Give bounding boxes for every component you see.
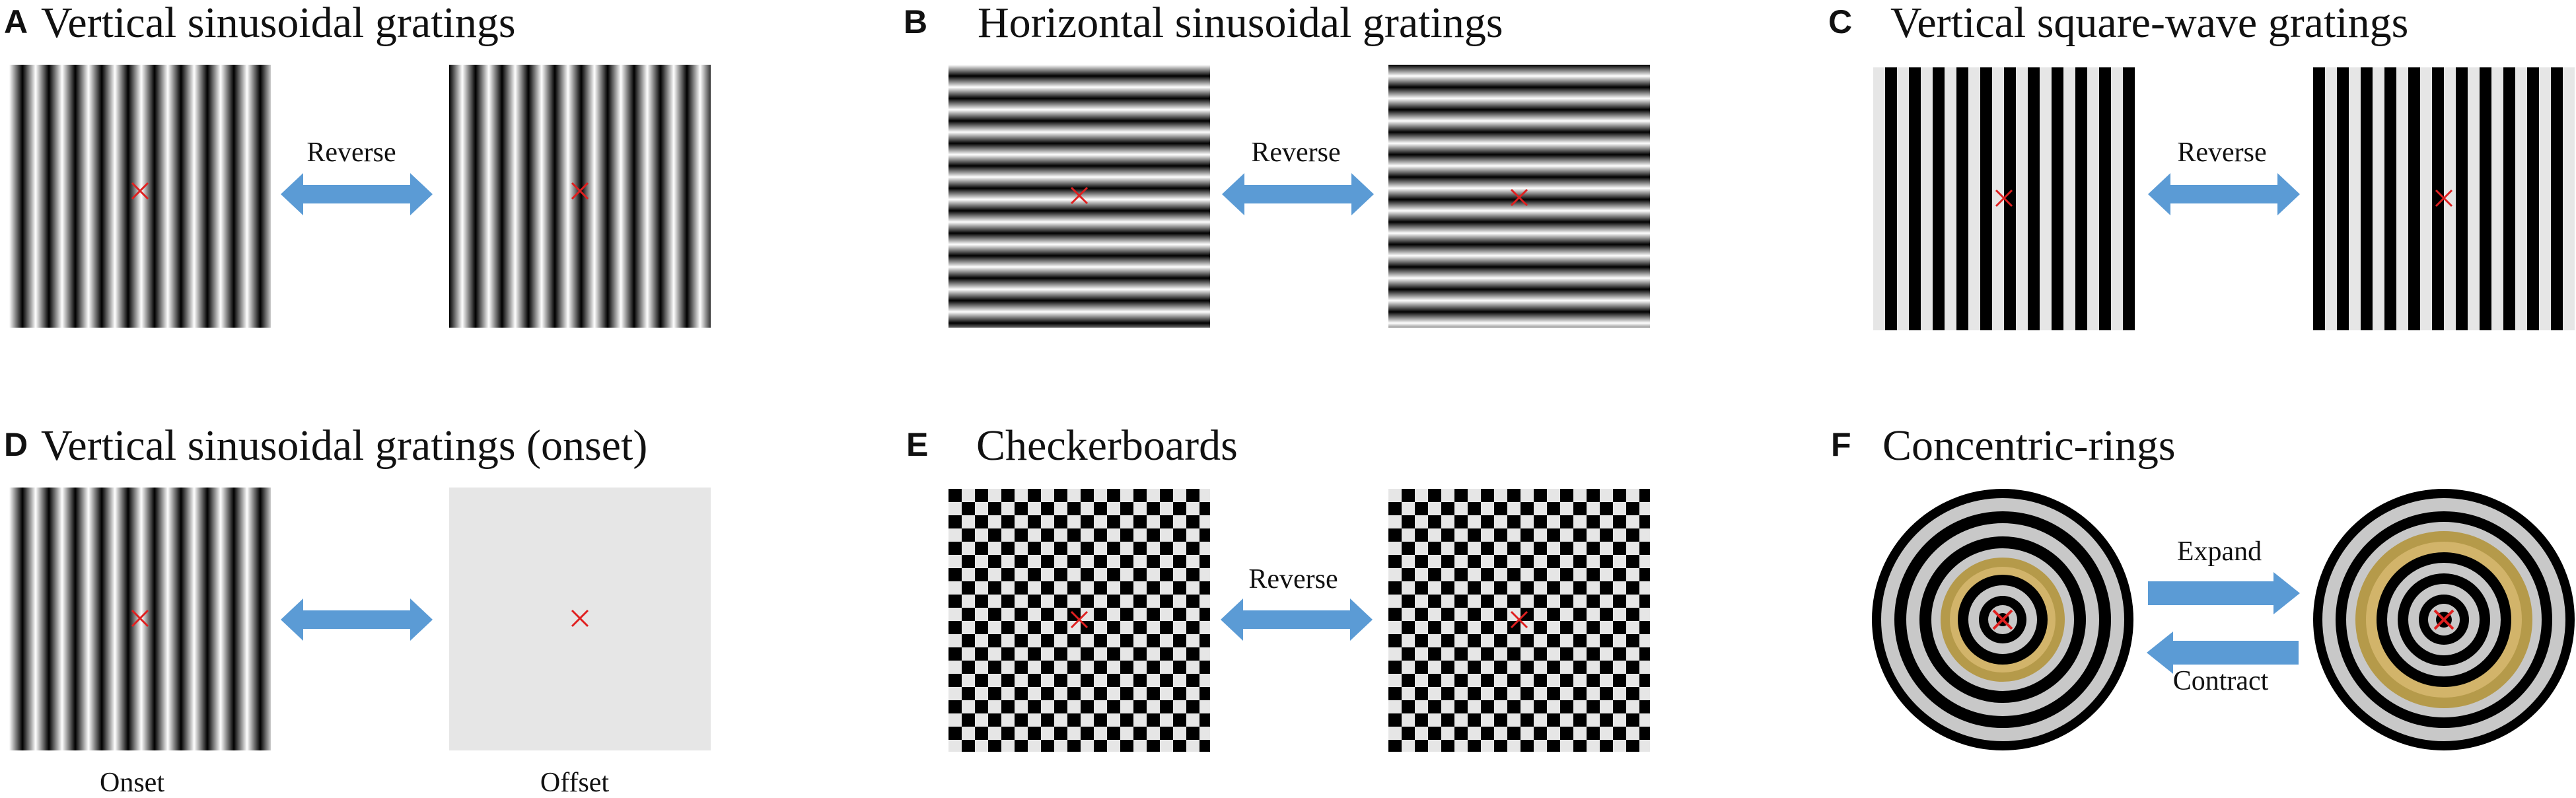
fixation-cross-icon xyxy=(1992,609,2013,630)
panel-title: Vertical square-wave gratings xyxy=(1890,0,2409,47)
contract-arrow-icon xyxy=(2147,632,2299,674)
checkerboard-right xyxy=(1388,489,1650,752)
double-arrow-icon xyxy=(1221,598,1373,641)
contract-label: Contract xyxy=(2172,666,2269,696)
panel-letter: C xyxy=(1828,3,1853,40)
vertical-square-wave-grating-left xyxy=(1873,67,2135,330)
expand-label: Expand xyxy=(2176,536,2262,567)
fixation-cross-icon xyxy=(1510,610,1528,629)
gray-offset-screen xyxy=(449,488,711,750)
offset-label: Offset xyxy=(540,768,610,798)
arrow-label: Reverse xyxy=(1248,564,1338,595)
arrow-label: Reverse xyxy=(2177,137,2267,168)
arrow-label: Reverse xyxy=(306,137,396,168)
panel-letter: E xyxy=(906,426,929,463)
horizontal-sinusoidal-grating-left xyxy=(948,65,1210,328)
checkerboard-left xyxy=(948,489,1210,752)
panel-letter: D xyxy=(4,426,28,463)
fixation-cross-icon xyxy=(571,182,589,200)
concentric-rings-right xyxy=(2313,489,2575,750)
panel-title: Vertical sinusoidal gratings (onset) xyxy=(41,421,648,470)
fixation-cross-icon xyxy=(2435,189,2453,207)
concentric-rings-left xyxy=(1872,489,2133,750)
double-arrow-icon xyxy=(281,598,433,641)
panel-title: Vertical sinusoidal gratings xyxy=(41,0,516,47)
double-arrow-icon xyxy=(2148,173,2300,215)
onset-label: Onset xyxy=(100,768,164,798)
vertical-square-wave-grating-right xyxy=(2313,67,2575,330)
horizontal-sinusoidal-grating-right xyxy=(1388,65,1650,328)
fixation-cross-icon xyxy=(131,182,149,200)
fixation-cross-icon xyxy=(1070,610,1089,629)
double-arrow-icon xyxy=(1222,173,1374,215)
panel-title: Horizontal sinusoidal gratings xyxy=(978,0,1503,47)
panel-title: Checkerboards xyxy=(976,421,1238,470)
double-arrow-icon xyxy=(281,173,433,215)
panel-letter: B xyxy=(904,3,928,40)
fixation-cross-icon xyxy=(2433,609,2454,630)
vertical-sinusoidal-grating-left xyxy=(9,65,271,328)
panel-letter: F xyxy=(1831,426,1851,463)
vertical-sinusoidal-grating-onset xyxy=(9,488,271,750)
fixation-cross-icon xyxy=(131,609,149,628)
fixation-cross-icon xyxy=(1070,186,1089,205)
panel-title: Concentric-rings xyxy=(1882,421,2176,470)
fixation-cross-icon xyxy=(571,609,589,628)
fixation-cross-icon xyxy=(1510,188,1528,207)
vertical-sinusoidal-grating-right xyxy=(449,65,711,328)
panel-letter: A xyxy=(4,3,28,40)
expand-arrow-icon xyxy=(2148,572,2300,614)
fixation-cross-icon xyxy=(1995,189,2013,207)
arrow-label: Reverse xyxy=(1251,137,1341,168)
